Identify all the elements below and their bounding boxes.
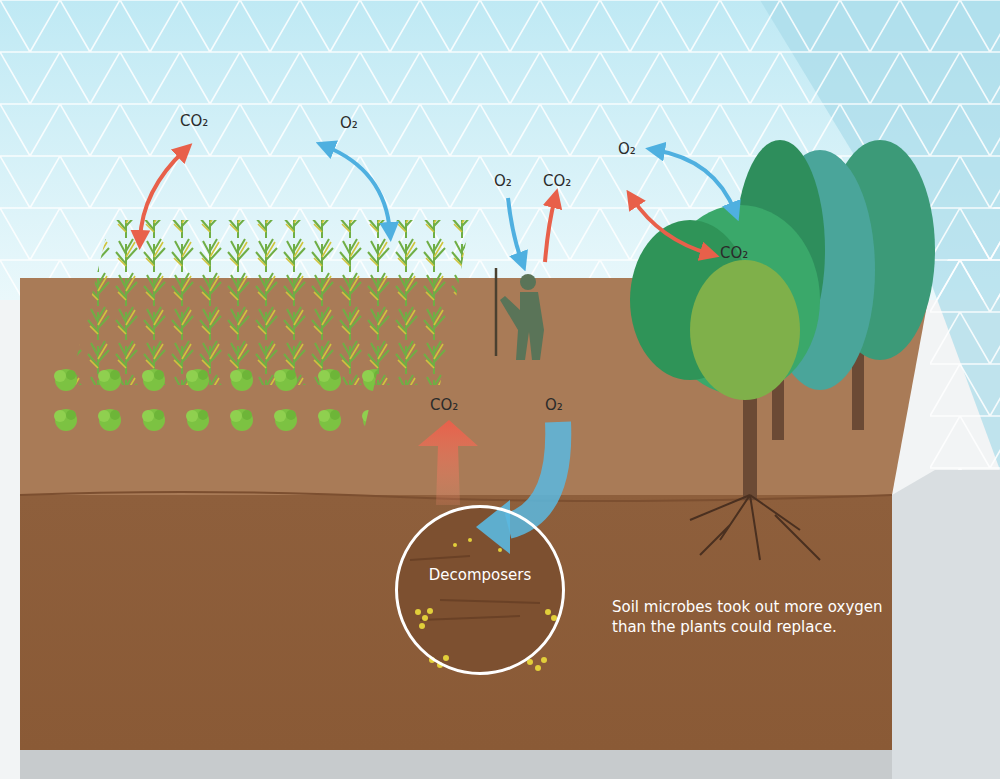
gas-label: CO₂	[543, 172, 571, 190]
gas-label: CO₂	[180, 112, 208, 130]
glass-frame-side	[930, 200, 1000, 480]
lettuce-rows	[30, 360, 380, 448]
concrete-base	[20, 750, 892, 779]
decomposer-circle: Decomposers	[395, 505, 565, 675]
gas-label: O₂	[340, 114, 358, 132]
callout-note: Soil microbes took out more oxygen than …	[612, 597, 884, 638]
gas-label: CO₂	[430, 396, 458, 414]
gas-label: O₂	[494, 172, 512, 190]
soil-cross-section	[20, 495, 892, 750]
node-text: Decomposers	[429, 566, 532, 584]
decomposer-soil	[395, 505, 565, 675]
gas-label: CO₂	[720, 244, 748, 262]
gas-arrows	[140, 146, 735, 554]
human-figure	[496, 268, 544, 360]
concrete-wall	[892, 470, 1000, 779]
gas-label: O₂	[618, 140, 636, 158]
trees	[630, 140, 935, 560]
gas-label: O₂	[545, 396, 563, 414]
